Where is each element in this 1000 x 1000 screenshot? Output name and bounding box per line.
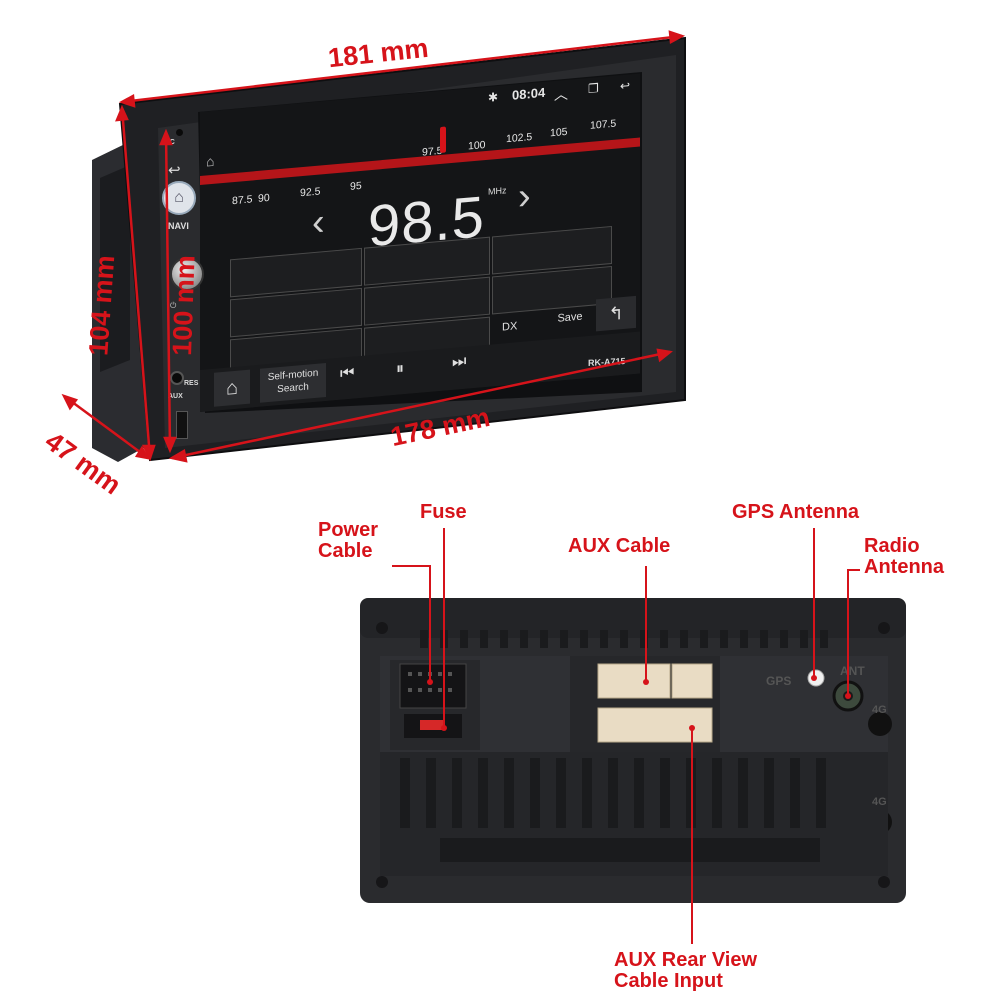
callout-radio-line2: Antenna [864,556,944,578]
callout-radio-antenna: Radio Antenna [864,536,944,578]
mic-hole [176,129,183,136]
callout-aux-rear-view: AUX Rear View Cable Input [614,950,757,992]
port-4g-label: 4G [872,704,887,716]
back-button-icon[interactable]: ↩ [168,162,181,179]
dimension-lines [61,30,686,463]
usb-slot[interactable] [176,411,188,439]
callout-gps-antenna: GPS Antenna [732,501,860,523]
callout-radio-line1: Radio [864,535,920,557]
callout-power-line1: Power [318,519,379,541]
aux-jack[interactable] [170,371,184,385]
res-label: RES [184,380,199,387]
callout-aux-rear-line1: AUX Rear View [614,949,758,971]
gps-port-label: GPS [766,674,792,688]
power-icon[interactable]: ⏻ [170,301,177,310]
navi-label: NAVI [168,221,189,231]
callout-power-cable: Power Cable [318,520,378,562]
port-4g-label: 4G [872,796,887,808]
ant-port-label: ANT [840,664,865,678]
rear-unit-illustration [360,598,906,903]
aux-label: AUX [168,393,183,400]
callout-power-line2: Cable [318,540,373,562]
volume-knob[interactable] [170,257,204,291]
callout-aux-cable: AUX Cable [568,535,671,557]
callout-aux-rear-line2: Cable Input [614,970,723,992]
callout-fuse: Fuse [420,501,467,523]
